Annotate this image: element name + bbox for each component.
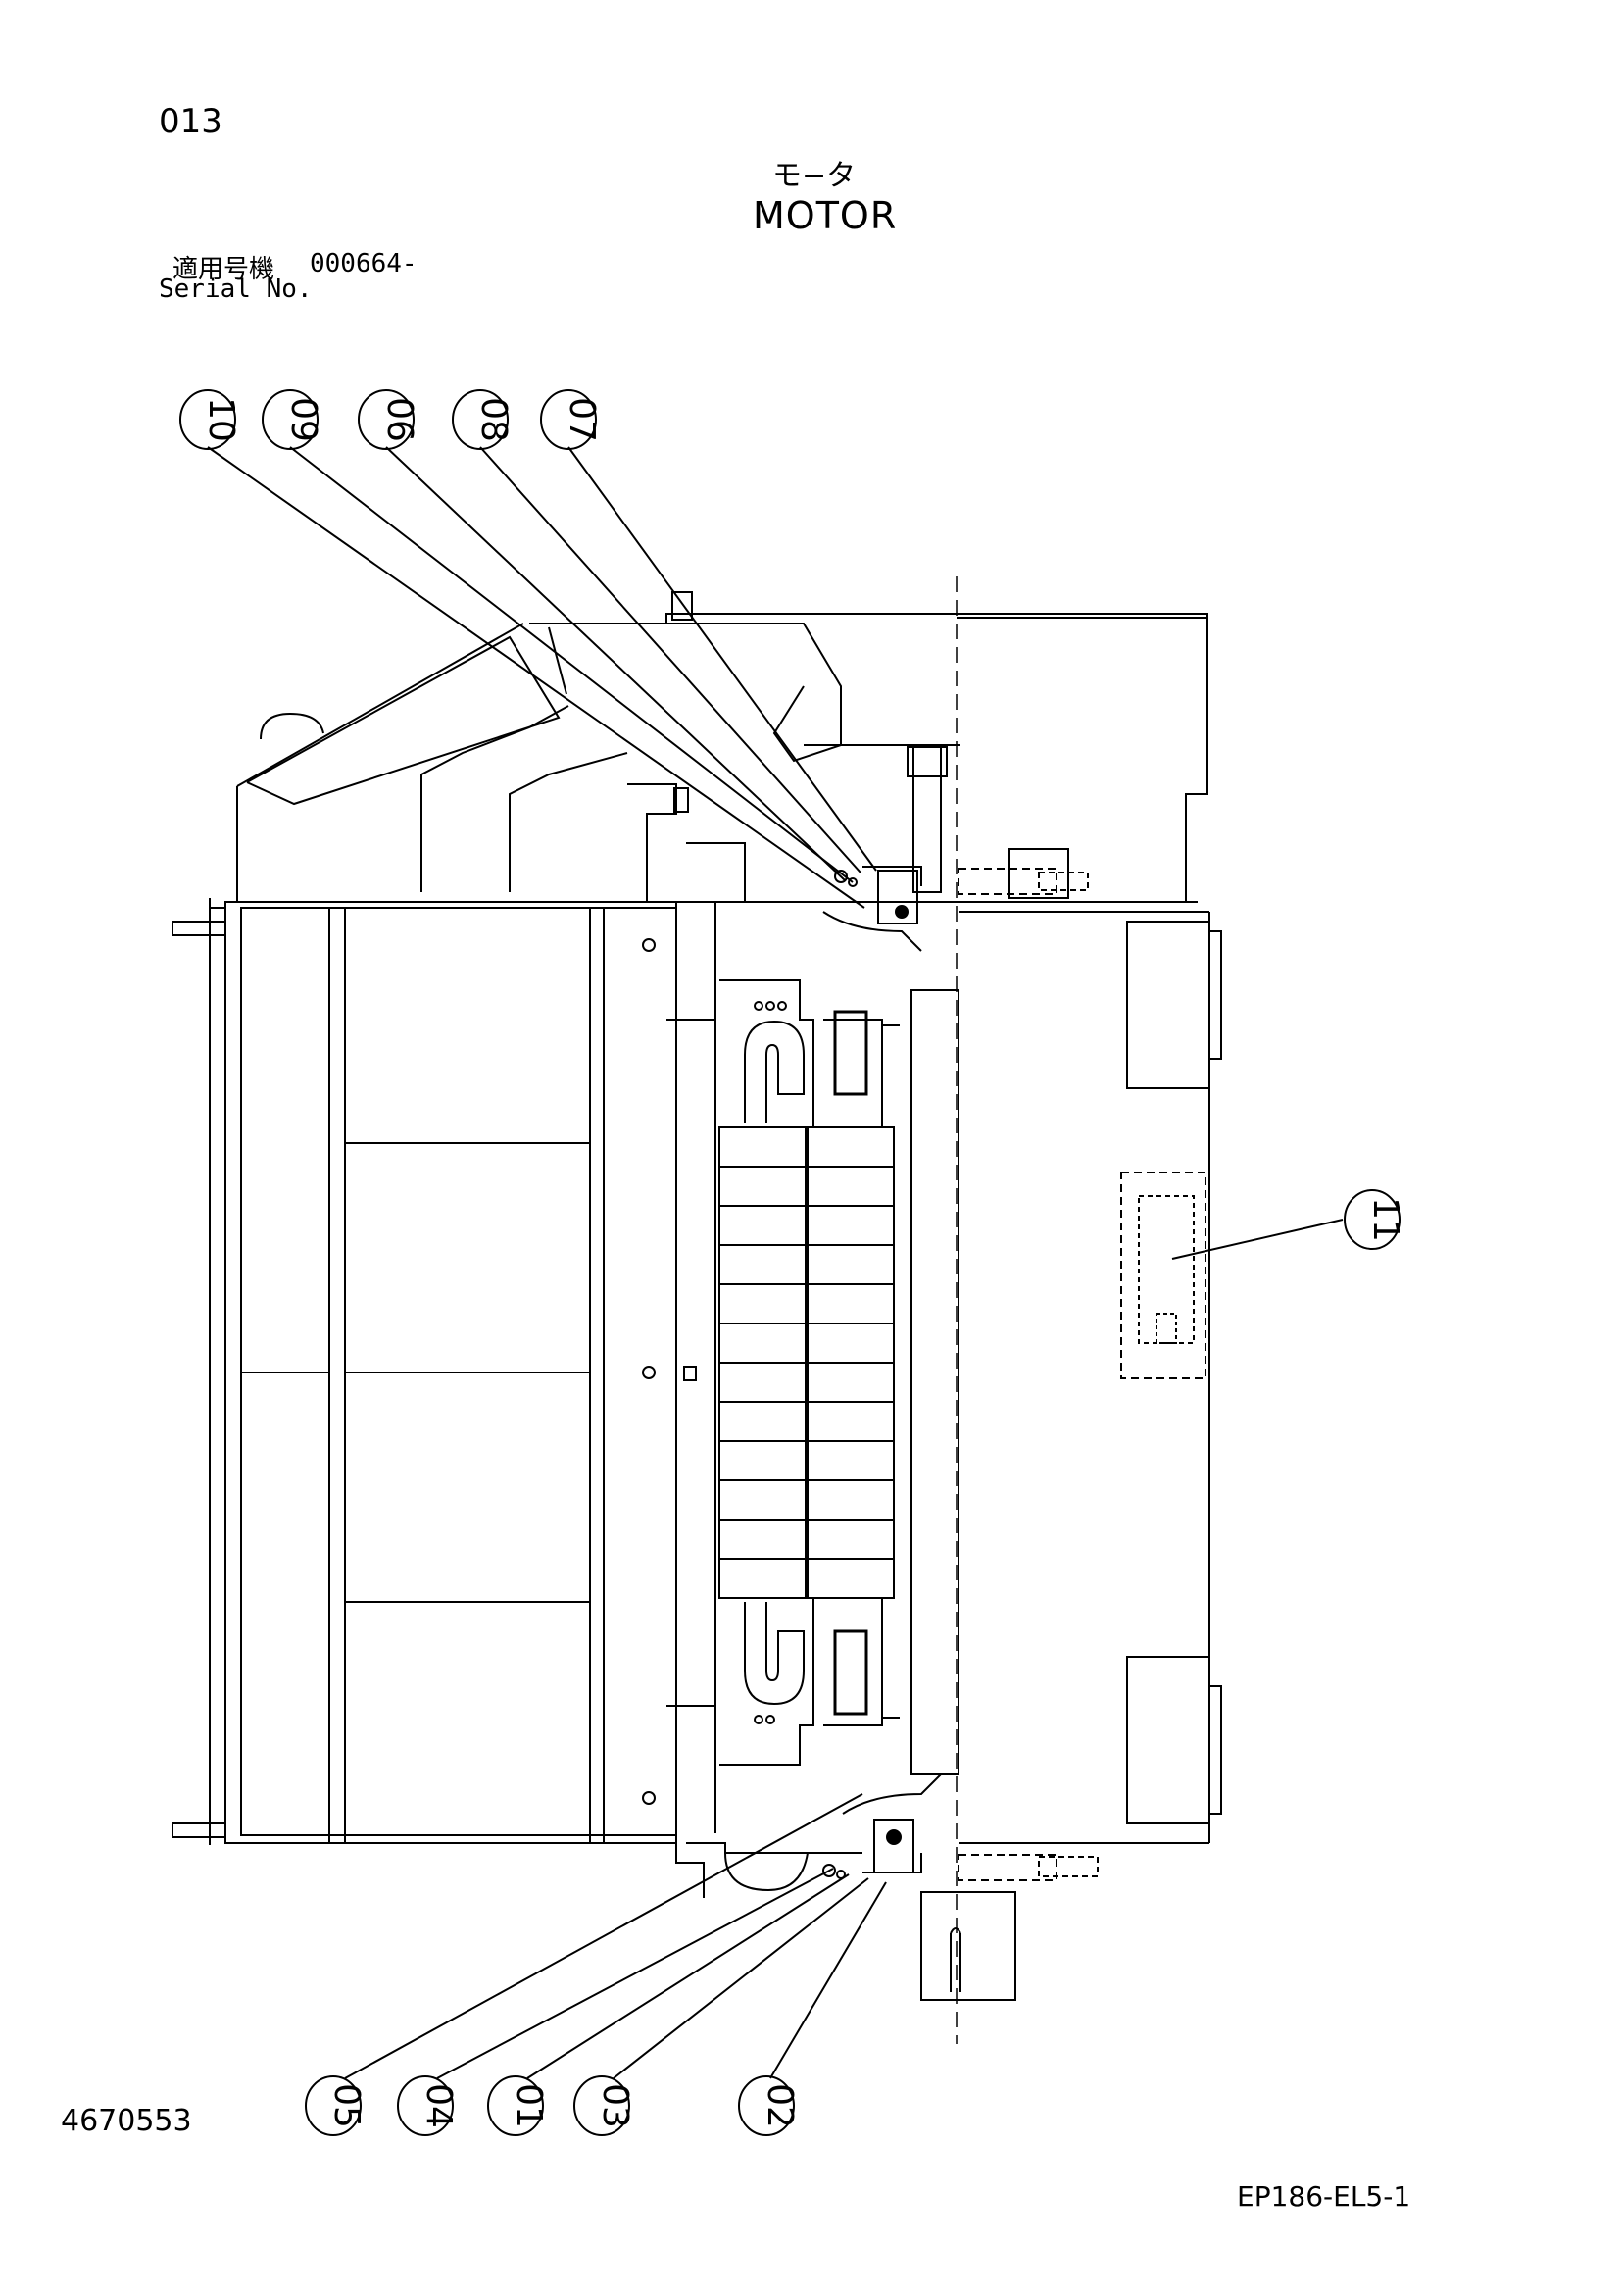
serial-label-english: Serial No. <box>159 275 313 304</box>
callout-08: 08 <box>452 389 861 873</box>
callout-03-label: 03 <box>595 2083 635 2128</box>
callout-10: 10 <box>179 389 865 909</box>
callout-10-label: 10 <box>201 397 241 442</box>
callout-05: 05 <box>305 1793 863 2136</box>
page-number: 013 <box>159 102 222 141</box>
drawing-number: 4670553 <box>61 2104 192 2138</box>
callout-08-label: 08 <box>473 397 514 442</box>
callout-01-label: 01 <box>509 2083 549 2128</box>
stator-frame <box>172 898 862 1898</box>
callout-09: 09 <box>262 389 854 883</box>
callout-09-label: 09 <box>283 397 323 442</box>
callout-11: 11 <box>1171 1189 1405 1260</box>
rotor-core <box>718 979 900 1766</box>
title-english: MOTOR <box>753 194 898 237</box>
callout-03: 03 <box>573 1877 869 2136</box>
serial-value: 000664- <box>310 249 418 278</box>
shaft-housing <box>822 866 1222 2001</box>
callout-02-label: 02 <box>760 2083 800 2128</box>
serial-label-japanese: 適用号機 <box>172 255 275 284</box>
upper-housing <box>236 591 1208 903</box>
callout-07-label: 07 <box>562 397 602 442</box>
callout-06-label: 06 <box>379 397 419 442</box>
callout-07: 07 <box>540 389 877 872</box>
callout-04: 04 <box>397 1868 834 2136</box>
title-japanese: モ−タ <box>772 159 857 193</box>
callout-11-label: 11 <box>1365 1197 1405 1242</box>
callout-06: 06 <box>358 389 846 881</box>
callout-02: 02 <box>738 1881 887 2136</box>
callout-01: 01 <box>487 1873 850 2136</box>
callout-05-label: 05 <box>326 2083 367 2128</box>
sheet-code: EP186-EL5-1 <box>1237 2180 1411 2213</box>
callout-04-label: 04 <box>418 2083 459 2128</box>
